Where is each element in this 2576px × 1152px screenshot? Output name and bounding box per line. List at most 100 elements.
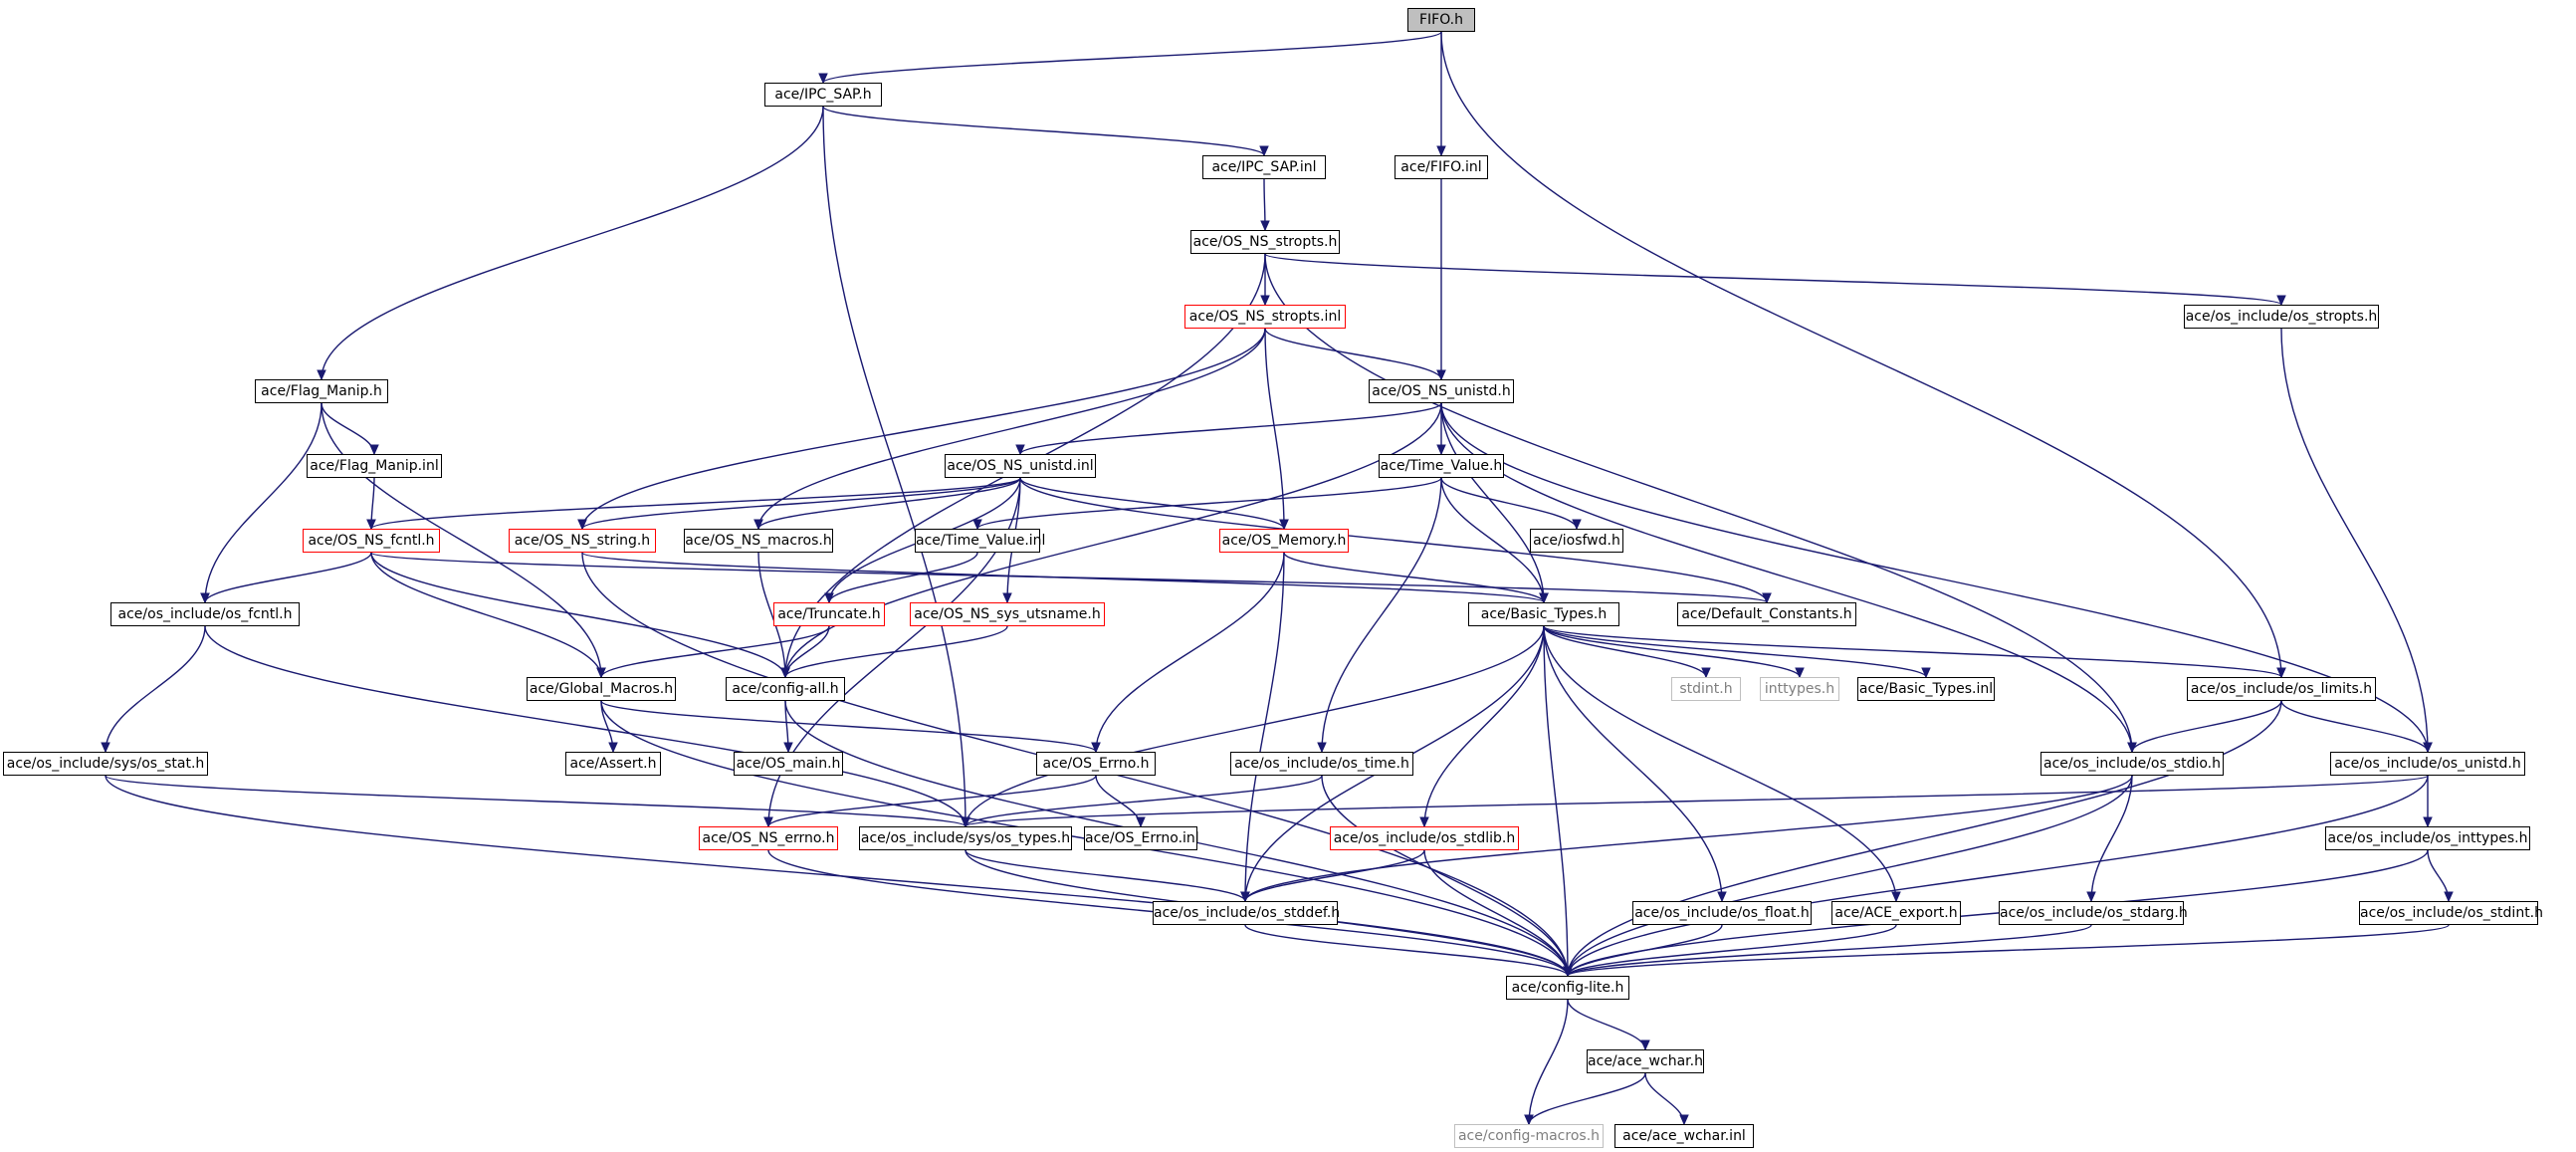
arrowhead-truncate_h-to-global_macros_h (596, 667, 606, 679)
edge-os_include_sys_os_stat_h-to-os_include_sys_os_types_h (105, 775, 966, 827)
arrowhead-ace_wchar_h-to-ace_wchar_inl (1679, 1114, 1689, 1126)
arrowhead-os_include_os_stdio_h-to-os_include_os_stdarg_h (2086, 891, 2096, 903)
node-fifo-h[interactable]: FIFO.h (1407, 8, 1475, 32)
edge-time_value_h-to-time_value_inl (976, 477, 1442, 530)
node-os-errno-h[interactable]: ace/OS_Errno.h (1036, 752, 1156, 776)
node-ace-wchar-h[interactable]: ace/ace_wchar.h (1587, 1049, 1704, 1073)
edge-time_value_inl-to-truncate_h (828, 552, 978, 603)
node-os-include-os-stdarg-h[interactable]: ace/os_include/os_stdarg.h (1999, 901, 2188, 925)
node-os-ns-unistd-h[interactable]: ace/OS_NS_unistd.h (1369, 379, 1514, 403)
edge-basic_types_h-to-inttypes_h (1543, 625, 1801, 678)
arrowhead-os_ns_stropts_inl-to-os_ns_unistd_h (1436, 369, 1446, 381)
node-os-include-os-unistd-h[interactable]: ace/os_include/os_unistd.h (2330, 752, 2525, 776)
node-os-include-os-fcntl-h[interactable]: ace/os_include/os_fcntl.h (110, 602, 300, 626)
edge-basic_types_h-to-os_include_os_float_h (1543, 625, 1723, 902)
edge-os_include_os_stdarg_h-to-config_lite_h (1567, 924, 2092, 977)
node-config-all-h[interactable]: ace/config-all.h (726, 677, 845, 701)
node-fifo-inl[interactable]: ace/FIFO.inl (1395, 155, 1488, 179)
node-os-main-h[interactable]: ace/OS_main.h (734, 752, 843, 776)
node-os-ns-stropts-h[interactable]: ace/OS_NS_stropts.h (1190, 230, 1340, 254)
node-time-value-inl[interactable]: ace/Time_Value.inl (915, 529, 1045, 553)
arrowhead-basic_types_h-to-os_include_os_stdlib_h (1419, 816, 1429, 828)
node-os-include-os-time-h[interactable]: ace/os_include/os_time.h (1230, 752, 1413, 776)
node-os-include-os-limits-h[interactable]: ace/os_include/os_limits.h (2187, 677, 2376, 701)
arrowhead-os_ns_fcntl_h-to-os_include_os_fcntl_h (200, 592, 210, 604)
edge-global_macros_h-to-os_errno_h (600, 700, 1097, 753)
node-config-lite-h[interactable]: ace/config-lite.h (1506, 976, 1629, 1000)
edge-os_memory_h-to-os_errno_h (1095, 552, 1285, 753)
arrowhead-os_ns_unistd_h-to-time_value_h (1436, 444, 1446, 456)
edge-ipc_sap_h-to-ipc_sap_inl (822, 106, 1265, 156)
edge-os_include_sys_os_types_h-to-os_include_os_stddef_h (965, 849, 1246, 902)
node-default-constants-h[interactable]: ace/Default_Constants.h (1677, 602, 1856, 626)
node-os-ns-string-h[interactable]: ace/OS_NS_string.h (509, 529, 656, 553)
arrowhead-os_errno_h-to-os_errno_inl (1136, 816, 1146, 828)
edge-truncate_h-to-global_macros_h (600, 625, 830, 678)
node-os-include-os-stdint-h[interactable]: ace/os_include/os_stdint.h (2359, 901, 2543, 925)
node-os-include-os-stddef-h[interactable]: ace/os_include/os_stddef.h (1153, 901, 1340, 925)
edge-os_include_os_stdio_h-to-os_include_os_stddef_h (1244, 775, 2133, 902)
arrowhead-os_ns_unistd_h-to-os_ns_unistd_inl (1015, 444, 1025, 456)
edge-os_include_os_stdlib_h-to-config_lite_h (1423, 849, 1569, 977)
edge-os_include_os_unistd_h-to-config_lite_h (1567, 775, 2429, 977)
node-flag-manip-inl[interactable]: ace/Flag_Manip.inl (307, 454, 442, 478)
edge-flag_manip_h-to-os_include_os_fcntl_h (204, 402, 322, 603)
node-truncate-h[interactable]: ace/Truncate.h (773, 602, 885, 626)
node-os-include-os-float-h[interactable]: ace/os_include/os_float.h (1632, 901, 1812, 925)
node-basic-types-inl[interactable]: ace/Basic_Types.inl (1857, 677, 1995, 701)
arrowhead-basic_types_h-to-basic_types_inl (1921, 667, 1931, 679)
node-os-ns-stropts-inl[interactable]: ace/OS_NS_stropts.inl (1184, 305, 1346, 329)
edge-fifo_h-to-os_include_os_limits_h (1440, 31, 2282, 678)
edge-os_include_os_stdio_h-to-os_include_os_stdarg_h (2090, 775, 2133, 902)
edge-os_include_os_stdint_h-to-config_lite_h (1567, 924, 2450, 977)
node-os-include-sys-os-types-h[interactable]: ace/os_include/sys/os_types.h (859, 826, 1072, 850)
arrowhead-basic_types_h-to-os_include_os_limits_h (2276, 667, 2286, 679)
arrowhead-basic_types_h-to-os_include_os_float_h (1717, 891, 1727, 903)
node-ace-export-h[interactable]: ace/ACE_export.h (1831, 901, 1961, 925)
node-iosfwd-h[interactable]: ace/iosfwd.h (1530, 529, 1623, 553)
edge-os_include_os_time_h-to-os_include_sys_os_types_h (965, 775, 1323, 827)
arrowhead-os_ns_unistd_inl-to-os_ns_macros_h (753, 519, 763, 531)
node-ace-wchar-inl[interactable]: ace/ace_wchar.inl (1614, 1124, 1754, 1148)
node-os-ns-errno-h[interactable]: ace/OS_NS_errno.h (699, 826, 838, 850)
node-assert-h[interactable]: ace/Assert.h (565, 752, 661, 776)
edge-basic_types_h-to-stdint_h (1543, 625, 1707, 678)
node-os-ns-macros-h[interactable]: ace/OS_NS_macros.h (684, 529, 833, 553)
node-os-include-sys-os-stat-h[interactable]: ace/os_include/sys/os_stat.h (3, 752, 208, 776)
node-flag-manip-h[interactable]: ace/Flag_Manip.h (255, 379, 388, 403)
node-os-include-stropts-h[interactable]: ace/os_include/os_stropts.h (2184, 305, 2379, 329)
node-stdint-h: stdint.h (1671, 677, 1741, 701)
edge-os_ns_sys_utsname_h-to-config_all_h (784, 625, 1008, 678)
node-os-ns-unistd-inl[interactable]: ace/OS_NS_unistd.inl (945, 454, 1096, 478)
node-os-include-os-stdio-h[interactable]: ace/os_include/os_stdio.h (2040, 752, 2224, 776)
edge-os_ns_unistd_h-to-config_all_h (784, 402, 1442, 678)
node-os-include-os-inttypes-h[interactable]: ace/os_include/os_inttypes.h (2325, 826, 2530, 850)
node-os-memory-h[interactable]: ace/OS_Memory.h (1219, 529, 1349, 553)
arrowhead-global_macros_h-to-os_errno_h (1091, 742, 1101, 754)
edge-os_include_os_fcntl_h-to-os_include_sys_os_types_h (204, 625, 966, 827)
node-os-ns-fcntl-h[interactable]: ace/OS_NS_fcntl.h (303, 529, 440, 553)
edge-ace_wchar_h-to-config_macros_h (1528, 1072, 1646, 1125)
node-ipc-sap-h[interactable]: ace/IPC_SAP.h (764, 83, 882, 107)
node-time-value-h[interactable]: ace/Time_Value.h (1379, 454, 1504, 478)
arrowhead-ipc_sap_h-to-flag_manip_h (317, 369, 326, 381)
edge-os_ns_unistd_inl-to-os_ns_fcntl_h (370, 477, 1021, 530)
edge-os_include_os_fcntl_h-to-os_include_sys_os_stat_h (105, 625, 206, 753)
edge-os_ns_stropts_inl-to-os_ns_macros_h (757, 328, 1266, 530)
edge-ipc_sap_h-to-flag_manip_h (321, 106, 824, 380)
arrowhead-os_ns_unistd_inl-to-os_ns_sys_utsname_h (1002, 592, 1012, 604)
arrowhead-time_value_inl-to-truncate_h (824, 592, 834, 604)
node-os-include-os-stdlib-h[interactable]: ace/os_include/os_stdlib.h (1330, 826, 1519, 850)
node-os-errno-inl[interactable]: ace/OS_Errno.inl (1084, 826, 1199, 850)
node-global-macros-h[interactable]: ace/Global_Macros.h (527, 677, 676, 701)
edge-os_memory_h-to-os_include_os_stddef_h (1244, 552, 1285, 902)
edge-os_ns_unistd_inl-to-os_ns_string_h (581, 477, 1021, 530)
node-ipc-sap-inl[interactable]: ace/IPC_SAP.inl (1202, 155, 1326, 179)
edge-time_value_h-to-iosfwd_h (1440, 477, 1578, 530)
edge-ipc_sap_h-to-os_include_sys_os_types_h (822, 106, 966, 827)
arrowhead-os_include_os_fcntl_h-to-os_include_sys_os_stat_h (101, 742, 110, 754)
node-os-ns-sys-utsname-h[interactable]: ace/OS_NS_sys_utsname.h (910, 602, 1105, 626)
edge-os_ns_unistd_inl-to-os_memory_h (1019, 477, 1285, 530)
node-basic-types-h[interactable]: ace/Basic_Types.h (1468, 602, 1619, 626)
edge-os_include_os_limits_h-to-os_include_os_stdio_h (2131, 700, 2282, 753)
